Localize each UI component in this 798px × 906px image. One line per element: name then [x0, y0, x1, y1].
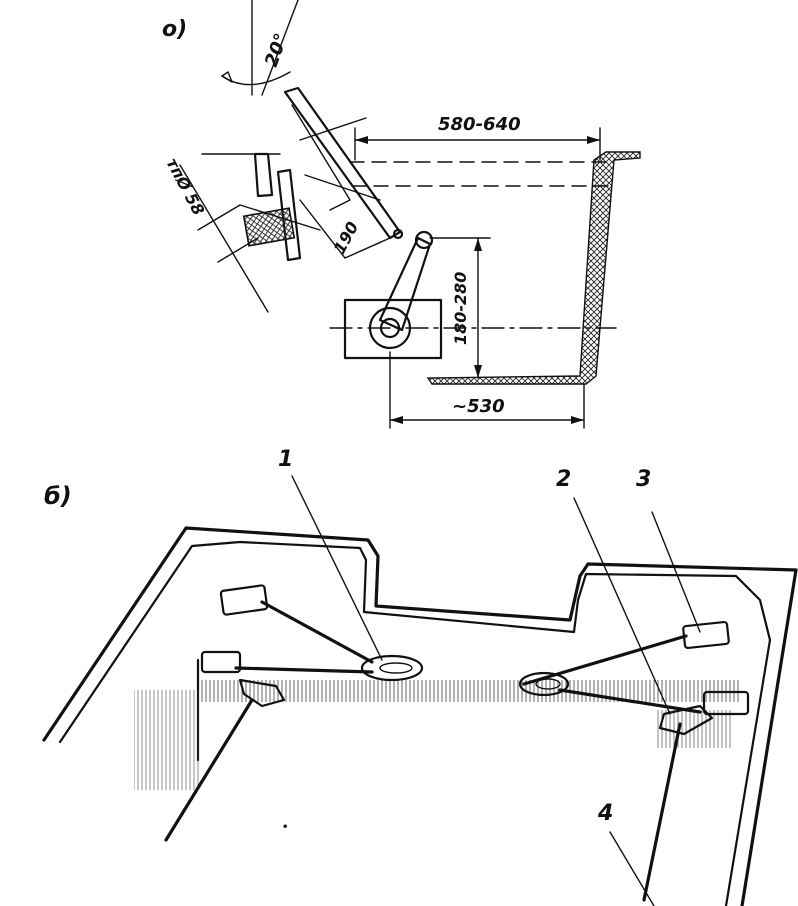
floor-hatching [134, 680, 740, 790]
angle-marker: 20° [221, 0, 299, 96]
panel-a: о) 20° 190 [162, 0, 641, 429]
link-dim-label: 190 [330, 218, 362, 256]
diameter-label: тпØ 58 [162, 155, 208, 218]
panel-b-label: б) [44, 482, 72, 510]
height-dim-label: 180-280 [451, 272, 470, 345]
svg-text:2: 2 [556, 467, 571, 492]
width-dimension: 580-640 [349, 114, 613, 187]
belt-straps [164, 600, 702, 902]
svg-text:4: 4 [597, 801, 613, 826]
callout-2: 2 [556, 467, 671, 715]
callout-4: 4 [597, 801, 655, 906]
height-dimension: 180-280 [429, 237, 491, 379]
body-floor-section [426, 151, 641, 385]
width-dim-label: 580-640 [438, 114, 521, 135]
stray-mark: • [282, 822, 288, 833]
panel-b: б) [42, 447, 798, 906]
seat-frame [283, 86, 404, 240]
panel-a-label: о) [162, 17, 187, 42]
floor-outline [42, 526, 798, 906]
angle-label: 20° [261, 31, 292, 70]
svg-text:1: 1 [278, 447, 293, 472]
buckle-assembly: 190 [201, 152, 391, 262]
callout-1: 1 [278, 447, 383, 661]
callout-3: 3 [636, 467, 701, 633]
base-dim-label: ~530 [452, 396, 505, 417]
svg-text:3: 3 [636, 467, 651, 492]
base-dimension: ~530 [389, 351, 585, 429]
buckles [238, 654, 714, 736]
anchor-brackets [200, 584, 750, 716]
